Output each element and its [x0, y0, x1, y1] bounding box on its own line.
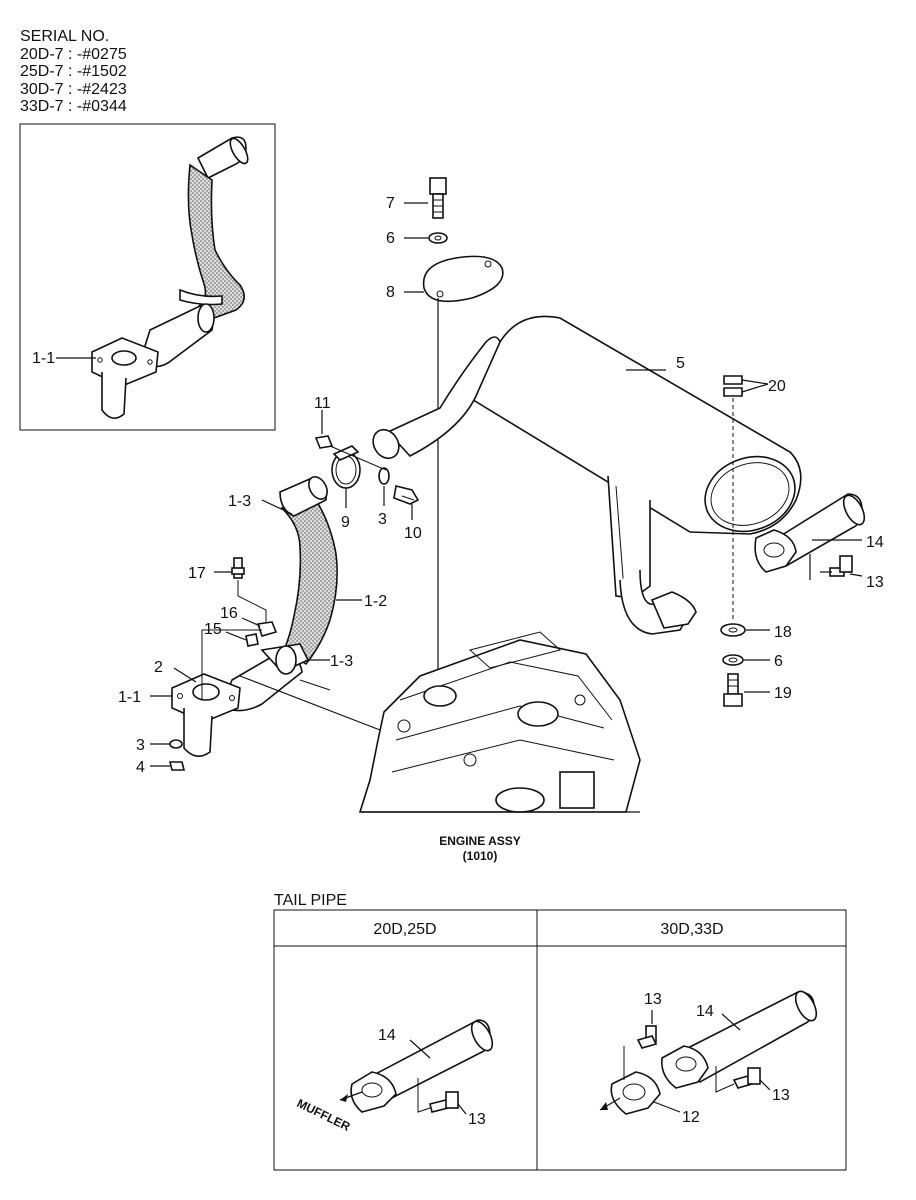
callout-6-top: 6 [386, 230, 395, 247]
callout-14-right: 14 [696, 1003, 714, 1020]
nut-15: 15 [204, 621, 259, 647]
callout-11: 11 [314, 395, 331, 412]
callout-3-mid: 3 [378, 511, 387, 528]
serial-line-20d: 20D-7 : -#0275 [20, 45, 127, 63]
washer-6-top: 6 [386, 230, 448, 247]
washer-3-mid: 3 [378, 467, 390, 528]
callout-3-low: 3 [136, 737, 145, 754]
callout-16: 16 [220, 605, 238, 622]
engine-assy-code: (1010) [463, 849, 498, 863]
bolt-17: 17 [188, 557, 267, 622]
bolt-19: 19 [723, 673, 792, 707]
washer-18: 18 [720, 623, 792, 641]
washer-6-low: 6 [722, 653, 783, 670]
callout-5: 5 [676, 355, 685, 372]
callout-13-left: 13 [468, 1111, 486, 1128]
bolts-13-main: 13 [809, 554, 884, 591]
callout-4: 4 [136, 759, 145, 776]
tail-pipe-col-right: 30D,33D [660, 921, 723, 938]
callout-20: 20 [768, 378, 786, 395]
callout-1-3-top: 1-3 [228, 493, 251, 510]
serial-line-33d: 33D-7 : -#0344 [20, 98, 127, 115]
engine-assy-label: ENGINE ASSY [439, 834, 521, 848]
gasket-2: 2 [154, 659, 197, 683]
tail-pipe-table: TAIL PIPE 20D,25D 30D,33D MUFFLER 14 13 [273, 892, 847, 1171]
tail-pipe-right-variant: 12 13 13 14 [599, 990, 818, 1126]
nut-11: 11 [314, 395, 334, 449]
callout-6-low: 6 [774, 653, 783, 670]
inset-earlier-version: 1-1 [19, 123, 276, 431]
elbow-1-1: 1-3 1-1 [118, 643, 353, 757]
nut-4: 4 [136, 759, 186, 776]
callout-13-right-top: 13 [644, 991, 662, 1008]
callout-12: 12 [682, 1109, 700, 1126]
washer-3-low: 3 [136, 737, 183, 754]
muffler-5: 5 [372, 315, 802, 635]
nuts-20: 20 [723, 375, 786, 622]
serial-number-block: SERIAL NO. 20D-7 : -#0275 25D-7 : -#1502… [20, 28, 127, 116]
callout-18: 18 [774, 624, 792, 641]
callout-14-left: 14 [378, 1027, 396, 1044]
callout-7: 7 [386, 195, 395, 212]
tail-pipe-14-main: 14 [754, 493, 884, 573]
tail-pipe-left-variant: MUFFLER 14 13 [295, 1019, 494, 1134]
serial-line-30d: 30D-7 : -#2423 [20, 80, 127, 98]
clamp-16: 16 [220, 605, 278, 637]
callout-19: 19 [774, 685, 792, 702]
engine-assembly: ENGINE ASSY (1010) [358, 631, 641, 863]
callout-10: 10 [404, 525, 422, 542]
callout-1-3-low: 1-3 [330, 653, 353, 670]
callout-8: 8 [386, 284, 395, 301]
callout-1-2: 1-2 [364, 593, 387, 610]
callout-1-1: 1-1 [118, 689, 141, 706]
clamp-9: 9 [331, 445, 361, 531]
callout-9: 9 [341, 514, 350, 531]
serial-title: SERIAL NO. [20, 28, 110, 45]
bolt-10: 10 [393, 485, 422, 542]
callout-13-main: 13 [866, 574, 884, 591]
muffler-direction-label: MUFFLER [295, 1096, 353, 1134]
hose-1-2: 1-3 1-2 [228, 476, 387, 666]
callout-14-main: 14 [866, 534, 884, 551]
callout-2: 2 [154, 659, 163, 676]
callout-17: 17 [188, 565, 206, 582]
callout-13-right: 13 [772, 1087, 790, 1104]
tail-pipe-title: TAIL PIPE [274, 892, 347, 909]
callout-1-1-inset: 1-1 [32, 350, 55, 367]
tail-pipe-col-left: 20D,25D [373, 921, 436, 938]
plate-8: 8 [386, 255, 504, 303]
bolt-7: 7 [386, 177, 447, 219]
serial-line-25d: 25D-7 : -#1502 [20, 63, 127, 80]
